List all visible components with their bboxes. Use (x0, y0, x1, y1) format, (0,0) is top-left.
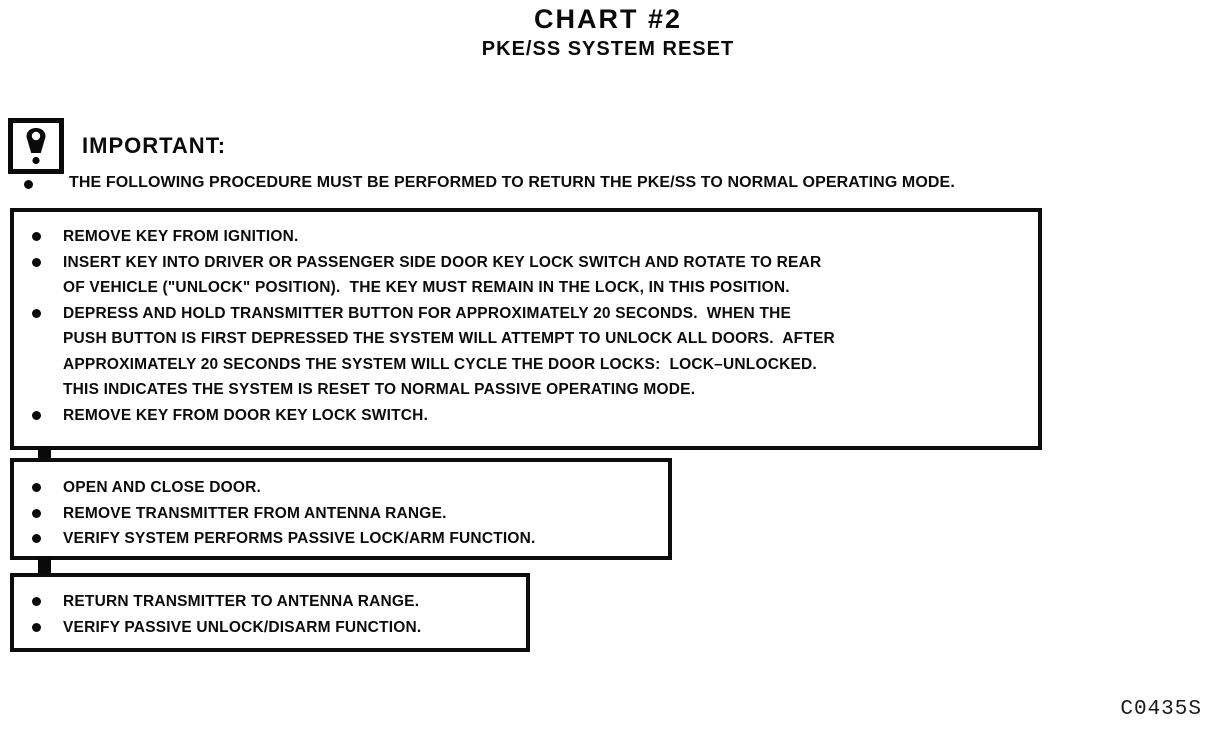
step-text: INSERT KEY INTO DRIVER OR PASSENGER SIDE… (63, 253, 822, 297)
procedure-box-verify-lock: OPEN AND CLOSE DOOR. REMOVE TRANSMITTER … (10, 458, 672, 560)
bullet-icon (32, 534, 41, 543)
bullet-icon (32, 308, 41, 318)
step-text: VERIFY SYSTEM PERFORMS PASSIVE LOCK/ARM … (63, 530, 536, 547)
list-item: INSERT KEY INTO DRIVER OR PASSENGER SIDE… (32, 250, 1028, 301)
list-item: VERIFY PASSIVE UNLOCK/DISARM FUNCTION. (32, 615, 516, 641)
step-text: VERIFY PASSIVE UNLOCK/DISARM FUNCTION. (63, 618, 422, 636)
bullet-icon (32, 257, 41, 267)
list-item: REMOVE KEY FROM IGNITION. (32, 224, 1028, 250)
list-item: RETURN TRANSMITTER TO ANTENNA RANGE. (32, 589, 516, 615)
list-item: DEPRESS AND HOLD TRANSMITTER BUTTON FOR … (32, 301, 1028, 403)
step-text: RETURN TRANSMITTER TO ANTENNA RANGE. (63, 593, 420, 610)
procedure-box-verify-unlock: RETURN TRANSMITTER TO ANTENNA RANGE. VER… (10, 573, 530, 652)
bullet-icon (32, 232, 41, 241)
list-item: VERIFY SYSTEM PERFORMS PASSIVE LOCK/ARM … (32, 526, 658, 552)
procedure-box-reset-steps: REMOVE KEY FROM IGNITION. INSERT KEY INT… (10, 208, 1042, 450)
bullet-icon (24, 180, 33, 189)
bullet-icon (32, 597, 41, 606)
step-text: REMOVE KEY FROM DOOR KEY LOCK SWITCH. (63, 406, 429, 424)
important-note: THE FOLLOWING PROCEDURE MUST BE PERFORME… (24, 174, 1214, 192)
list-item: OPEN AND CLOSE DOOR. (32, 475, 658, 501)
bullet-icon (32, 483, 41, 492)
list-item: REMOVE KEY FROM DOOR KEY LOCK SWITCH. (32, 403, 1028, 429)
step-text: DEPRESS AND HOLD TRANSMITTER BUTTON FOR … (63, 304, 835, 399)
bullet-icon (32, 410, 41, 420)
step-text: REMOVE TRANSMITTER FROM ANTENNA RANGE. (63, 504, 447, 522)
step-text: REMOVE KEY FROM IGNITION. (63, 228, 299, 245)
bullet-icon (32, 508, 41, 518)
exclamation-warning-icon (8, 118, 64, 174)
important-header: IMPORTANT: (8, 118, 226, 174)
figure-reference-code: C0435S (1120, 698, 1202, 721)
flow-connector (38, 556, 51, 577)
important-note-text: THE FOLLOWING PROCEDURE MUST BE PERFORME… (69, 174, 955, 191)
step-text: OPEN AND CLOSE DOOR. (63, 479, 262, 496)
important-label: IMPORTANT: (82, 133, 227, 158)
title-block: CHART #2 PKE/SS SYSTEM RESET (0, 4, 1216, 61)
chart-subtitle: PKE/SS SYSTEM RESET (481, 38, 735, 60)
chart-title: CHART #2 (533, 4, 683, 34)
bullet-icon (32, 622, 41, 632)
list-item: REMOVE TRANSMITTER FROM ANTENNA RANGE. (32, 501, 658, 527)
